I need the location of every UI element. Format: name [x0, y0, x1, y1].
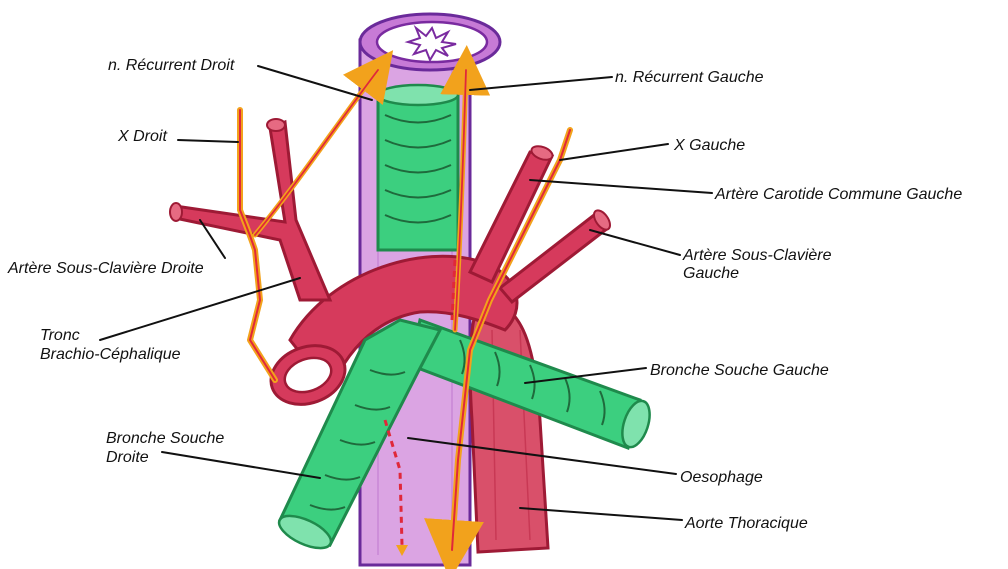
label-artere-sous-claviere-gauche-2: Gauche [683, 265, 739, 282]
label-bronche-souche-droite-2: Droite [106, 449, 149, 466]
label-x-droit: X Droit [117, 128, 167, 145]
label-n-recurrent-gauche: n. Récurrent Gauche [615, 69, 764, 86]
label-bronche-souche-droite-1: Bronche Souche [106, 430, 224, 447]
label-artere-sous-claviere-droite: Artère Sous-Clavière Droite [7, 260, 204, 277]
label-tronc-2: Brachio-Céphalique [40, 346, 181, 363]
label-bronche-souche-gauche: Bronche Souche Gauche [650, 362, 829, 379]
label-tronc-1: Tronc [40, 327, 80, 344]
aorta-thoracique [470, 300, 548, 552]
label-x-gauche: X Gauche [673, 137, 745, 154]
label-artere-carotide-commune-gauche: Artère Carotide Commune Gauche [714, 186, 962, 203]
label-aorte-thoracique: Aorte Thoracique [684, 515, 808, 532]
label-artere-sous-claviere-gauche-1: Artère Sous-Clavière [682, 247, 832, 264]
label-oesophage: Oesophage [680, 469, 763, 486]
label-n-recurrent-droit: n. Récurrent Droit [108, 57, 235, 74]
trachea [378, 85, 458, 250]
